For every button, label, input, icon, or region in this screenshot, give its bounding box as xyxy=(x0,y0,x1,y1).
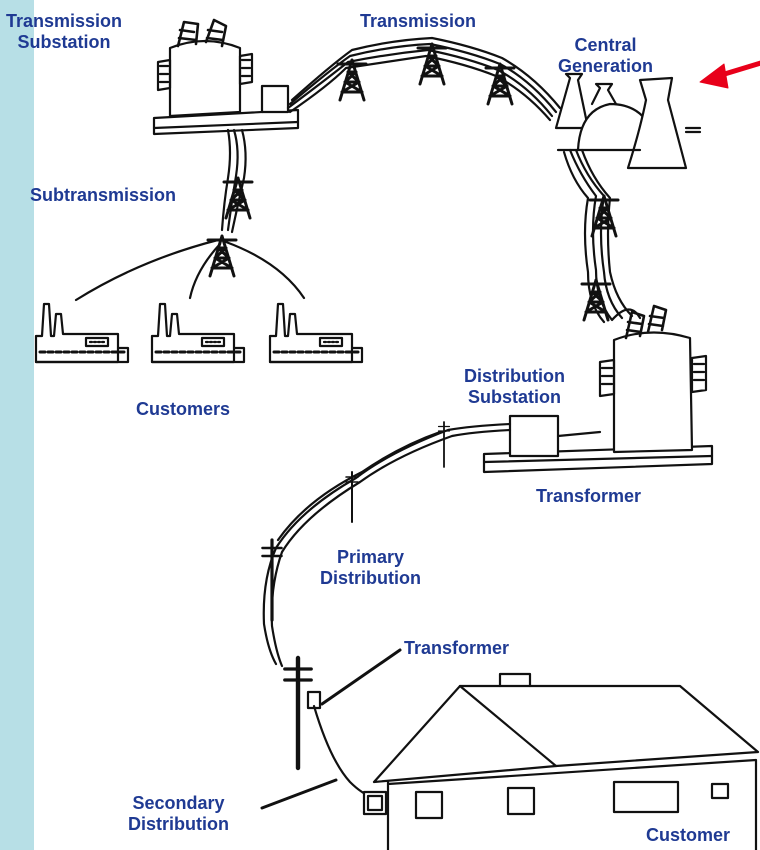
left-sidebar-strip xyxy=(0,0,34,850)
label-central-generation: Central Generation xyxy=(558,35,654,76)
central-generation-icon xyxy=(554,72,702,170)
label-secondary-distribution: Secondary Distribution xyxy=(128,793,229,834)
transmission-line-down xyxy=(562,148,642,324)
secondary-distribution-pointer-line xyxy=(260,778,338,810)
transmission-tower-icon xyxy=(580,194,620,322)
primary-distribution-line xyxy=(262,422,512,668)
label-customer: Customer xyxy=(646,825,731,845)
label-transformer-pole: Transformer xyxy=(404,638,510,658)
pointer-arrow-icon xyxy=(699,60,760,89)
transmission-tower-icon xyxy=(206,176,254,278)
label-primary-distribution: Primary Distribution xyxy=(320,547,421,588)
factory-icon xyxy=(34,302,364,364)
label-distribution-substation: Distribution Substation xyxy=(464,366,565,407)
label-transmission-substation: Transmission Substation xyxy=(6,11,123,52)
transmission-substation-icon xyxy=(152,18,300,136)
label-transformer-substation: Transformer xyxy=(536,486,642,506)
label-subtransmission: Subtransmission xyxy=(30,185,177,205)
transformer-pointer-line xyxy=(320,648,402,706)
label-transmission: Transmission xyxy=(360,11,477,31)
distribution-substation-icon xyxy=(482,304,714,474)
subtransmission-line xyxy=(74,128,306,302)
house-icon xyxy=(362,672,760,850)
transmission-line xyxy=(286,36,562,122)
label-customers: Customers xyxy=(136,399,231,419)
